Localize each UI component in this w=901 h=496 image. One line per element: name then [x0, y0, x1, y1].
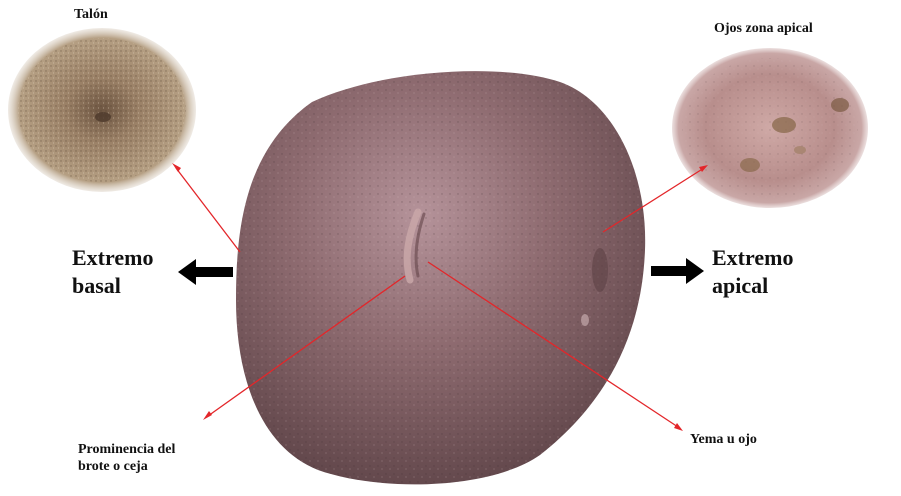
label-prominencia-line1: Prominencia del	[78, 441, 175, 458]
pointer-yema-head	[674, 423, 683, 431]
label-yema-u-ojo: Yema u ojo	[690, 431, 757, 448]
apical-eyes-inset-image	[672, 48, 868, 208]
label-prominencia-line2: brote o ceja	[78, 458, 175, 475]
label-prominencia: Prominencia del brote o ceja	[78, 441, 175, 475]
label-extremo-apical: Extremo apical	[712, 244, 793, 300]
arrow-basal	[178, 259, 233, 285]
label-talon: Talón	[74, 6, 108, 23]
label-extremo-basal-line1: Extremo	[72, 244, 153, 272]
label-extremo-basal-line2: basal	[72, 272, 153, 300]
pointer-talon	[176, 168, 240, 252]
pointer-talon-head	[172, 163, 181, 172]
potato-tuber-image	[236, 71, 645, 484]
label-ojos-zona-apical: Ojos zona apical	[714, 20, 813, 37]
label-extremo-apical-line1: Extremo	[712, 244, 793, 272]
talon-inset-image	[8, 28, 196, 192]
label-extremo-basal: Extremo basal	[72, 244, 153, 300]
arrow-apical	[651, 258, 704, 284]
pointer-prominencia-head	[203, 411, 212, 420]
label-extremo-apical-line2: apical	[712, 272, 793, 300]
